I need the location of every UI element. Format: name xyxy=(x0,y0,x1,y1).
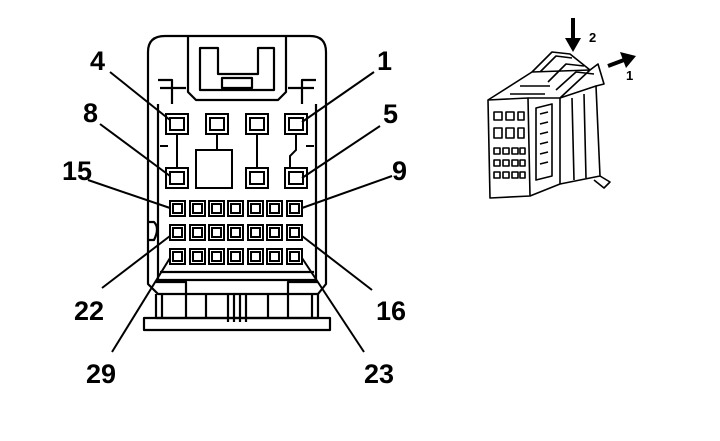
pin-label-5: 5 xyxy=(383,99,398,129)
pin-cavity-inner xyxy=(172,251,183,262)
pin-cavity-inner xyxy=(230,251,241,262)
pin-label-16: 16 xyxy=(376,296,406,326)
pin-cavity xyxy=(208,224,225,241)
pin-cavity xyxy=(266,224,283,241)
small-pin-grid xyxy=(169,200,303,265)
pin-cavity-inner xyxy=(289,203,300,214)
leader-lines xyxy=(87,71,393,353)
pin-cavity-inner xyxy=(172,227,183,238)
pin-cavity-inner xyxy=(192,227,203,238)
pin-cavity-inner xyxy=(211,251,222,262)
pin-cavity-inner xyxy=(211,203,222,214)
pin-cavity-inner xyxy=(250,203,261,214)
direction-label-1: 1 xyxy=(626,68,633,83)
pin-cavity xyxy=(247,224,264,241)
pin-cavity xyxy=(208,248,225,265)
pin-cavity xyxy=(286,224,303,241)
pin-cavity xyxy=(247,200,264,217)
pin-label-15: 15 xyxy=(62,156,92,186)
pin-cavity xyxy=(227,224,244,241)
pin-cavity xyxy=(286,200,303,217)
pin-label-22: 22 xyxy=(74,296,104,326)
pin-label-8: 8 xyxy=(83,98,98,128)
pin-cavity-inner xyxy=(250,227,261,238)
pin-cavity xyxy=(189,248,206,265)
pin-cavity xyxy=(247,248,264,265)
pin-cavity-inner xyxy=(269,227,280,238)
pin-label-9: 9 xyxy=(392,156,407,186)
pin-cavity xyxy=(169,248,186,265)
pin-cavity-inner xyxy=(289,251,300,262)
pin-cavity-inner xyxy=(230,203,241,214)
pin-cavity xyxy=(227,200,244,217)
pin-cavity xyxy=(189,224,206,241)
direction-label-2: 2 xyxy=(589,30,596,45)
pin-cavity-inner xyxy=(192,203,203,214)
pin-cavity xyxy=(286,248,303,265)
pin-label-29: 29 xyxy=(86,359,116,389)
connector-housing xyxy=(142,34,332,332)
pin-cavity xyxy=(189,200,206,217)
pin-cavity-inner xyxy=(172,203,183,214)
pin-label-23: 23 xyxy=(364,359,394,389)
pin-cavity-inner xyxy=(269,251,280,262)
connector-isometric-view xyxy=(487,51,611,199)
direction-arrows: 2 1 xyxy=(565,18,636,83)
pin-cavity-inner xyxy=(269,203,280,214)
pin-cavity xyxy=(266,200,283,217)
arrow-down-icon xyxy=(565,38,581,52)
pin-cavity xyxy=(266,248,283,265)
pin-number-callouts: 4 1 8 5 15 9 22 16 29 23 xyxy=(62,46,407,389)
pin-cavity-inner xyxy=(289,227,300,238)
pin-cavity-inner xyxy=(211,227,222,238)
pin-cavity xyxy=(227,248,244,265)
large-terminal-cavities xyxy=(160,113,314,189)
pin-cavity xyxy=(169,224,186,241)
pin-cavity-inner xyxy=(192,251,203,262)
pin-cavity-inner xyxy=(250,251,261,262)
pin-cavity xyxy=(208,200,225,217)
pin-cavity xyxy=(169,200,186,217)
pin-label-1: 1 xyxy=(377,46,392,76)
arrow-right-icon xyxy=(620,52,636,68)
pin-label-4: 4 xyxy=(90,46,105,76)
pin-cavity-inner xyxy=(230,227,241,238)
